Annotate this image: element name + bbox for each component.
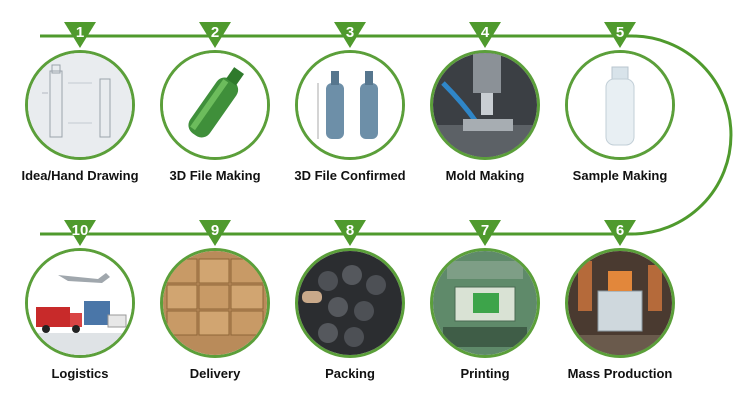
3d-bottle-icon	[160, 50, 270, 160]
step-number-badge: 2	[199, 22, 231, 48]
step-6: 6 Mass Production	[555, 220, 685, 390]
step-10: 10 Logistics	[15, 220, 145, 390]
step-9: 9 Delivery	[150, 220, 280, 390]
step-number-badge: 6	[604, 220, 636, 246]
factory-icon	[565, 248, 675, 358]
step-7: 7 Printing	[420, 220, 550, 390]
step-1: 1 Idea/Hand Drawing	[15, 22, 145, 192]
logistics-icon	[25, 248, 135, 358]
step-number-badge: 3	[334, 22, 366, 48]
packing-bottles-icon	[295, 248, 405, 358]
step-5: 5 Sample Making	[555, 22, 685, 192]
step-number-badge: 8	[334, 220, 366, 246]
step-number-badge: 4	[469, 22, 501, 48]
step-8: 8 Packing	[285, 220, 415, 390]
sample-bottle-icon	[565, 50, 675, 160]
cartons-icon	[160, 248, 270, 358]
step-number-badge: 5	[604, 22, 636, 48]
step-number-badge: 9	[199, 220, 231, 246]
hand-drawing-icon	[25, 50, 135, 160]
step-4: 4 Mold Making	[420, 22, 550, 192]
milling-machine-icon	[430, 50, 540, 160]
step-2: 2 3D File Making	[150, 22, 280, 192]
step-number-badge: 10	[64, 220, 96, 246]
step-label: Mass Production	[535, 366, 705, 381]
step-label: Sample Making	[535, 168, 705, 183]
printing-machine-icon	[430, 248, 540, 358]
step-number-badge: 1	[64, 22, 96, 48]
step-3: 3 3D File Confirmed	[285, 22, 415, 192]
step-number-badge: 7	[469, 220, 501, 246]
bottle-drawing-icon	[295, 50, 405, 160]
